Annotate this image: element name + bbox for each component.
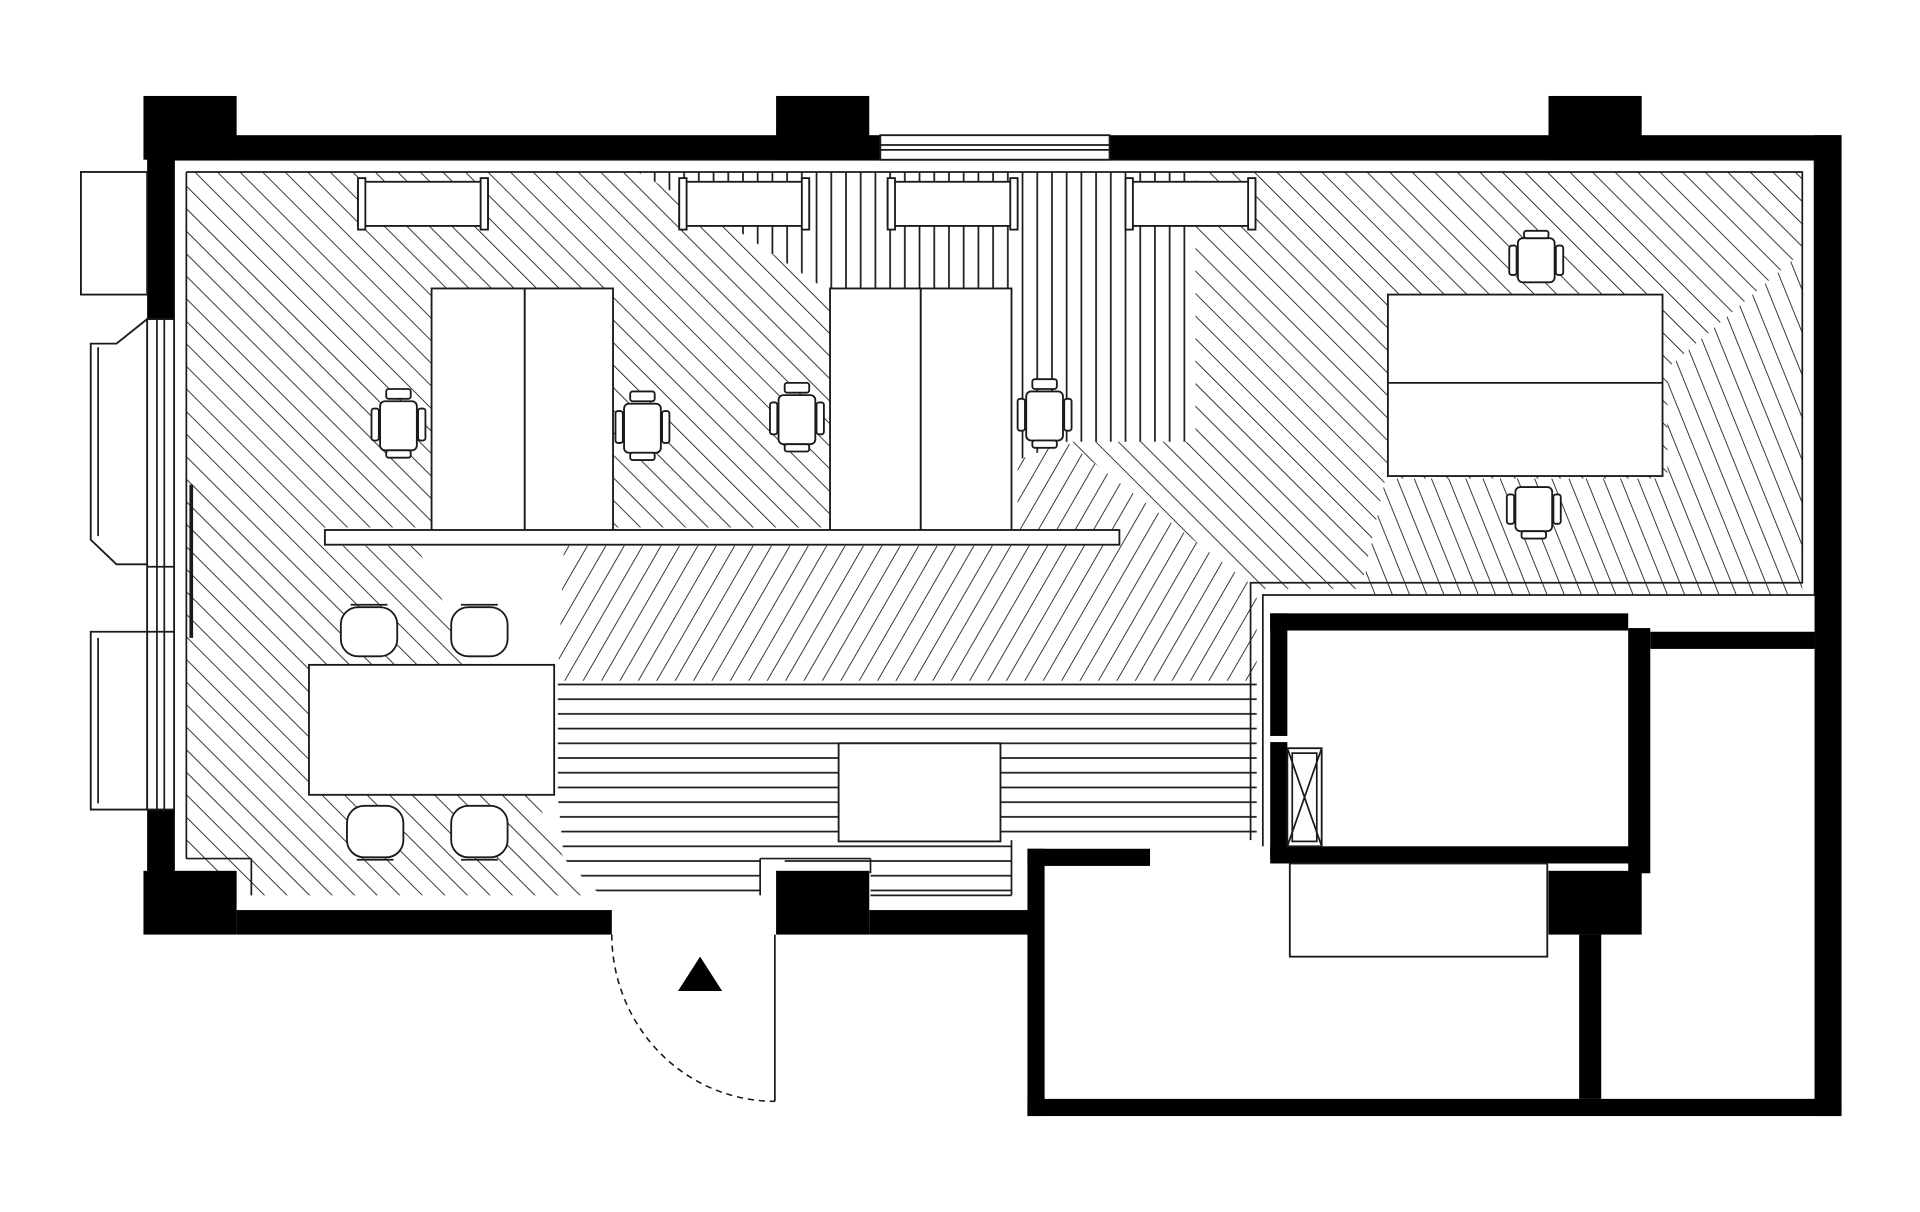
wall-bottom-mid <box>869 910 1041 935</box>
wall-left-upper <box>147 135 175 320</box>
entrance-door <box>611 934 776 1103</box>
wall-bottom-left <box>236 910 612 935</box>
wall-top-right <box>1109 135 1842 160</box>
window-top <box>879 134 1111 161</box>
triangle-up-icon <box>678 956 723 991</box>
furniture <box>308 177 1664 843</box>
floor-zone-right-lower <box>1360 251 1803 595</box>
office-chair <box>1505 486 1562 540</box>
storage-cabinet <box>678 177 811 231</box>
wall-annex-divider <box>1579 934 1602 1099</box>
lounge-chair <box>339 603 399 658</box>
wall-utility-left-lower <box>1270 742 1288 859</box>
exterior-units <box>80 171 149 811</box>
office-chair <box>370 388 427 459</box>
column-bottom-mid <box>776 870 870 935</box>
lounge-chair <box>450 804 509 861</box>
column-top-left <box>143 95 237 160</box>
wall-right <box>1814 135 1842 1117</box>
side-table <box>837 742 1002 843</box>
office-chair <box>769 381 825 453</box>
long-counter <box>323 529 1121 546</box>
group-table <box>308 663 556 796</box>
column-top-mid <box>776 95 870 160</box>
column-bottom-right <box>1548 870 1642 935</box>
floor-zone-middle <box>557 441 1257 681</box>
window-left <box>146 318 176 811</box>
column-top-right <box>1548 95 1642 160</box>
storage-cabinet <box>357 177 489 231</box>
wall-utility-top <box>1270 613 1629 631</box>
wall-top-left <box>147 135 881 160</box>
desk-pod <box>430 287 614 533</box>
wall-annex-top-left <box>1027 848 1151 866</box>
wall-utility-bottom <box>1270 846 1636 864</box>
desk-pod <box>829 287 1013 533</box>
wall-annex-bottom <box>1027 1098 1842 1117</box>
storage-cabinet <box>1124 177 1257 231</box>
office-chair <box>1016 378 1073 449</box>
chairs <box>339 229 1565 861</box>
wall-utility-left <box>1270 613 1288 736</box>
lounge-chair <box>346 804 405 861</box>
lounge-chair <box>450 603 509 658</box>
storage-cabinet <box>886 177 1019 231</box>
wall-utility-mid-v <box>1628 628 1651 874</box>
column-bottom-left <box>143 870 237 935</box>
office-chair <box>1508 229 1565 284</box>
exterior-walls <box>143 95 1842 1117</box>
wall-annex-left <box>1027 848 1045 1117</box>
reception-desk <box>1288 862 1549 958</box>
inner-wall-outline <box>173 158 1816 897</box>
wall-utility-right-top <box>1650 631 1815 649</box>
service-shaft <box>1286 747 1323 848</box>
meeting-table <box>1386 293 1664 477</box>
office-chair <box>614 390 671 462</box>
